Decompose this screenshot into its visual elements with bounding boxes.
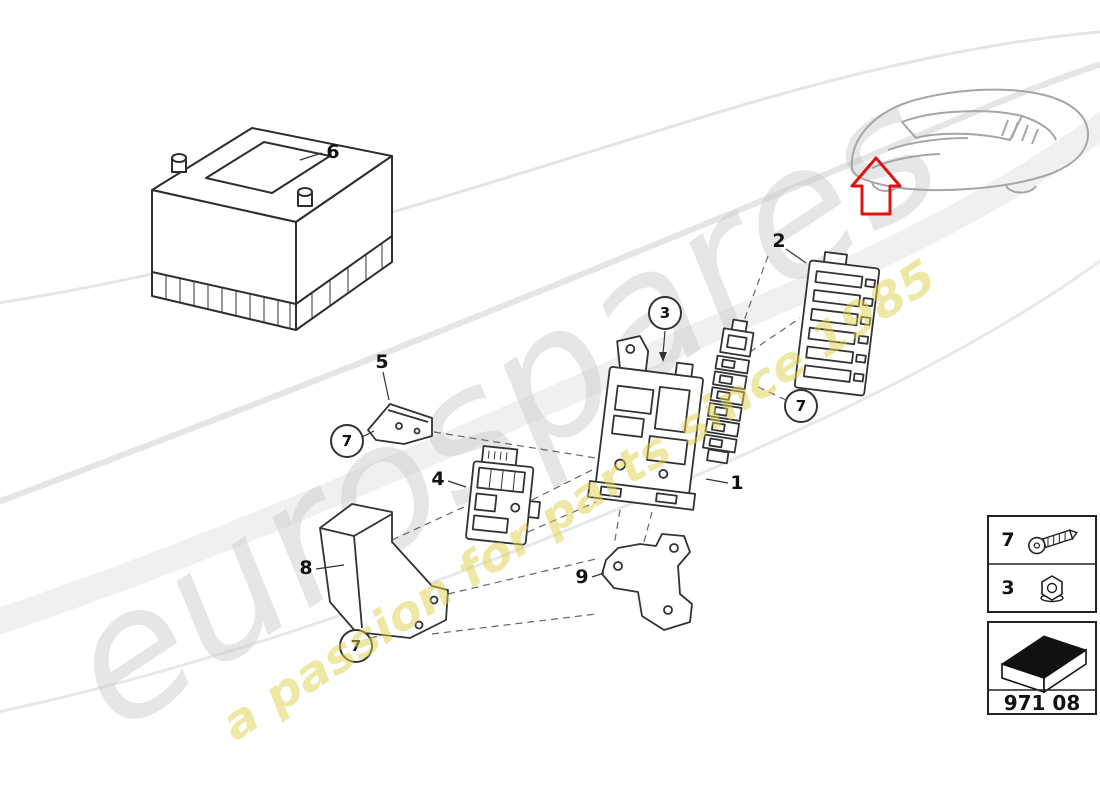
part-label-8[interactable]: 8 [299,557,312,579]
legend-screw-number: 7 [1001,529,1014,551]
callout-7-bracket[interactable]: 7 [330,424,364,458]
callout-7-cover[interactable]: 7 [339,629,373,663]
callout-3[interactable]: 3 [648,296,682,330]
nut-icon [1040,575,1064,603]
direction-arrow-icon [1000,635,1088,694]
cover-illustration [319,503,449,639]
fuse-box-illustration [587,335,704,511]
securing-plate-illustration [601,533,693,631]
control-module-illustration [465,445,541,546]
fuse-holder-illustration [793,251,881,397]
part-label-4[interactable]: 4 [431,468,444,490]
svg-text:7: 7 [796,397,806,415]
svg-text:3: 3 [660,304,670,322]
fuse-strip-illustration [702,318,755,465]
part-label-2[interactable]: 2 [772,230,785,252]
forward-arrow-icon [850,156,902,216]
leader-lines [299,152,807,578]
fastener-legend: 7 3 [987,515,1097,613]
bracket-illustration [367,403,433,445]
svg-text:7: 7 [351,637,361,655]
part-label-5[interactable]: 5 [375,351,388,373]
legend-nut-number: 3 [1001,577,1014,599]
part-label-9[interactable]: 9 [575,566,588,588]
watermark-brand: eurospares [29,49,975,770]
part-code: 971 08 [1004,691,1081,715]
part-label-6[interactable]: 6 [326,141,339,163]
battery-illustration [151,127,393,331]
part-label-1[interactable]: 1 [730,472,743,494]
callout-7-fuse-strip[interactable]: 7 [784,389,818,423]
car-illustration [850,88,1089,194]
svg-text:7: 7 [342,432,352,450]
alignment-dashed-lines [369,255,801,639]
screw-icon [1028,529,1078,555]
part-code-box: 971 08 [987,621,1097,715]
